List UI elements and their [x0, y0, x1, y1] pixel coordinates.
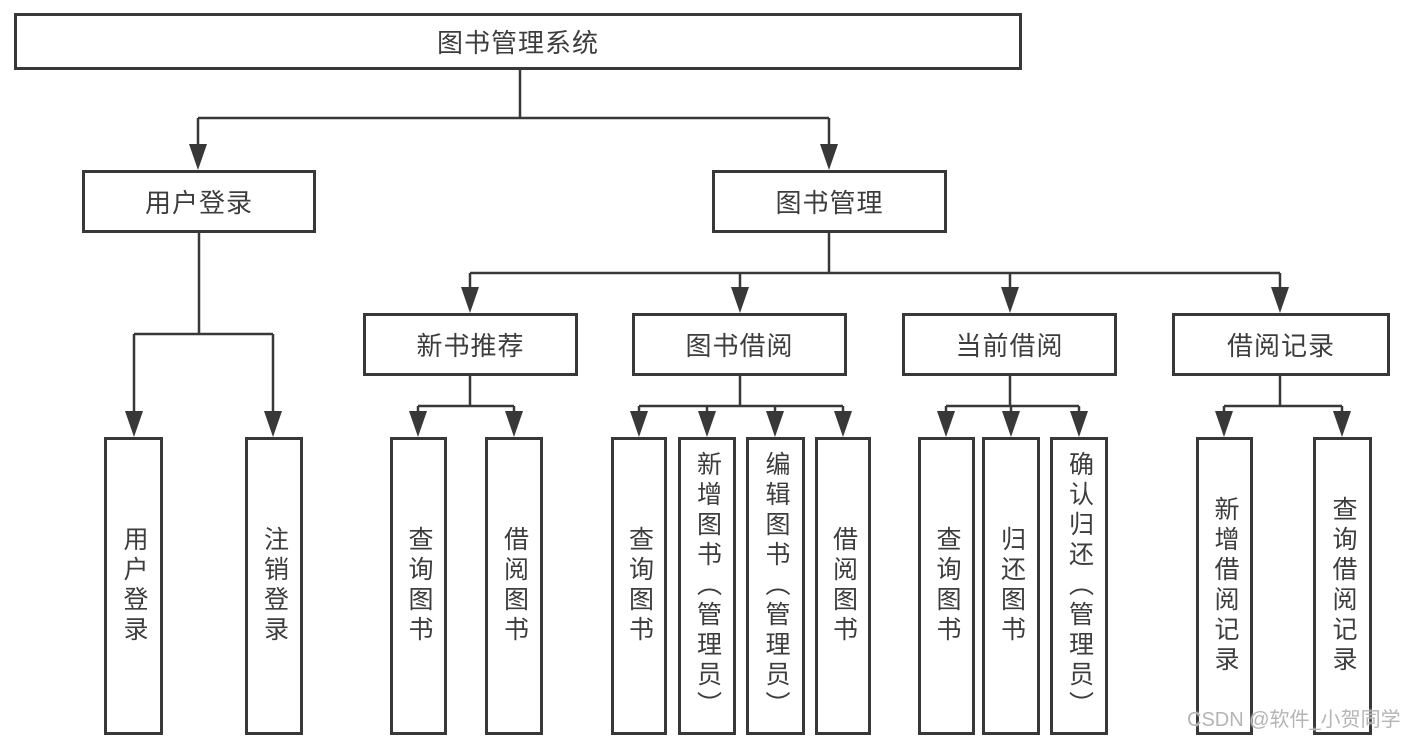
leaf-recommend-borrow-books: 借阅图书 — [485, 437, 543, 735]
leaf-current-query-books: 查询图书 — [918, 437, 975, 735]
leaf-confirm-return-admin: 确认归还（管理员） — [1050, 437, 1108, 735]
node-book-management: 图书管理 — [712, 170, 947, 233]
leaf-borrowing-query-books: 查询图书 — [611, 437, 667, 735]
node-user-login: 用户登录 — [82, 170, 316, 233]
leaf-query-borrow-record: 查询借阅记录 — [1313, 437, 1372, 735]
leaf-logout: 注销登录 — [245, 437, 303, 735]
node-new-book-recommend: 新书推荐 — [363, 313, 578, 376]
leaf-edit-books-admin: 编辑图书（管理员） — [746, 437, 805, 735]
node-current-borrowing: 当前借阅 — [902, 313, 1117, 376]
leaf-user-login: 用户登录 — [104, 437, 163, 735]
leaf-add-books-admin: 新增图书（管理员） — [678, 437, 736, 735]
node-book-borrowing: 图书借阅 — [632, 313, 847, 376]
node-borrowing-records: 借阅记录 — [1172, 313, 1390, 376]
leaf-return-books: 归还图书 — [982, 437, 1040, 735]
watermark: CSDN @软件_小贺同学 — [1187, 709, 1401, 731]
leaf-borrowing-borrow-books: 借阅图书 — [815, 437, 871, 735]
node-root: 图书管理系统 — [14, 13, 1022, 70]
leaf-add-borrow-record: 新增借阅记录 — [1196, 437, 1253, 735]
leaf-recommend-query-books: 查询图书 — [390, 437, 447, 735]
